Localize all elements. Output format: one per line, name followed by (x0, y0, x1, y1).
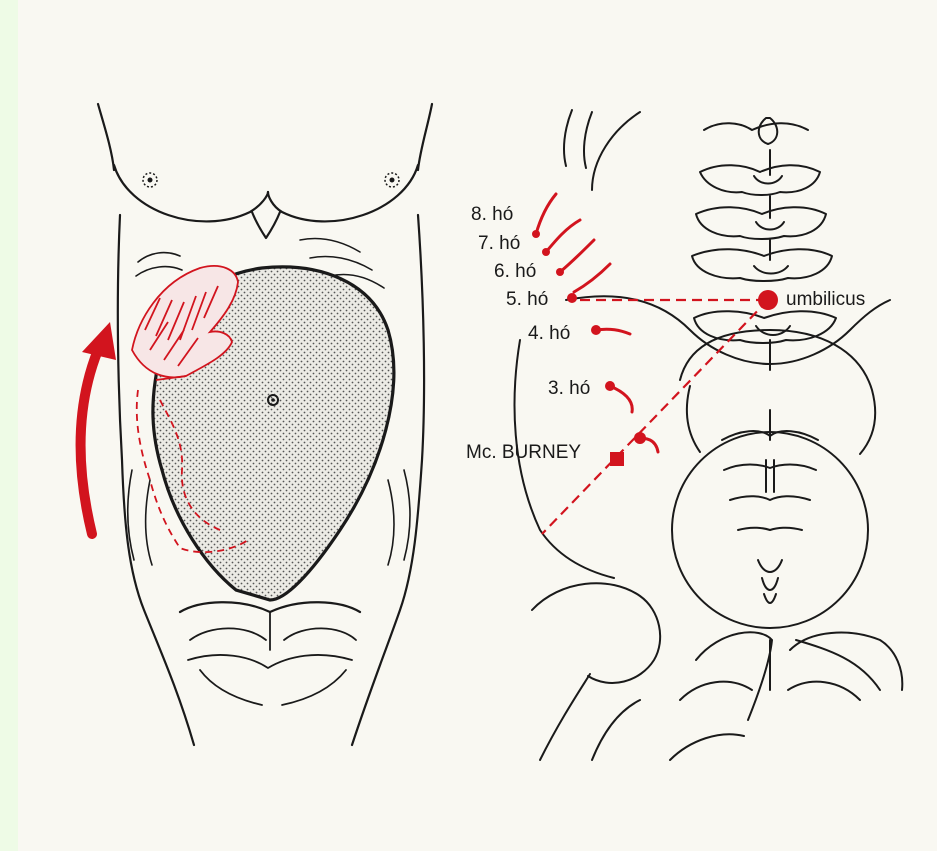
left-breast-outline (114, 165, 268, 221)
label-month-3: 3. hó (548, 378, 590, 399)
label-month-7: 7. hó (478, 233, 520, 254)
marker-5-curve (574, 264, 610, 292)
nipple-icons (143, 173, 399, 187)
right-skeleton-figure (515, 110, 903, 760)
label-mcburney: Mc. BURNEY (466, 442, 581, 463)
pelvis-top-outline (180, 602, 360, 612)
umbilicus-point-icon (758, 290, 778, 310)
mcburney-point-icon (610, 452, 624, 466)
label-month-4: 4. hó (528, 323, 570, 344)
upward-arrow-icon (81, 322, 116, 534)
mcburney-line-point-icon (634, 432, 646, 444)
marker-8-curve (536, 194, 556, 234)
right-arm-line (418, 104, 432, 170)
label-month-8: 8. hó (471, 204, 513, 225)
marker-3-curve (610, 386, 632, 412)
label-month-5: 5. hó (506, 289, 548, 310)
label-umbilicus: umbilicus (786, 289, 865, 310)
sternum-fold (252, 212, 280, 238)
marker-6-curve (560, 240, 594, 272)
label-month-6: 6. hó (494, 261, 536, 282)
left-arm-line (98, 104, 114, 170)
marker-4-curve (596, 329, 630, 334)
marker-7-curve (546, 220, 580, 252)
